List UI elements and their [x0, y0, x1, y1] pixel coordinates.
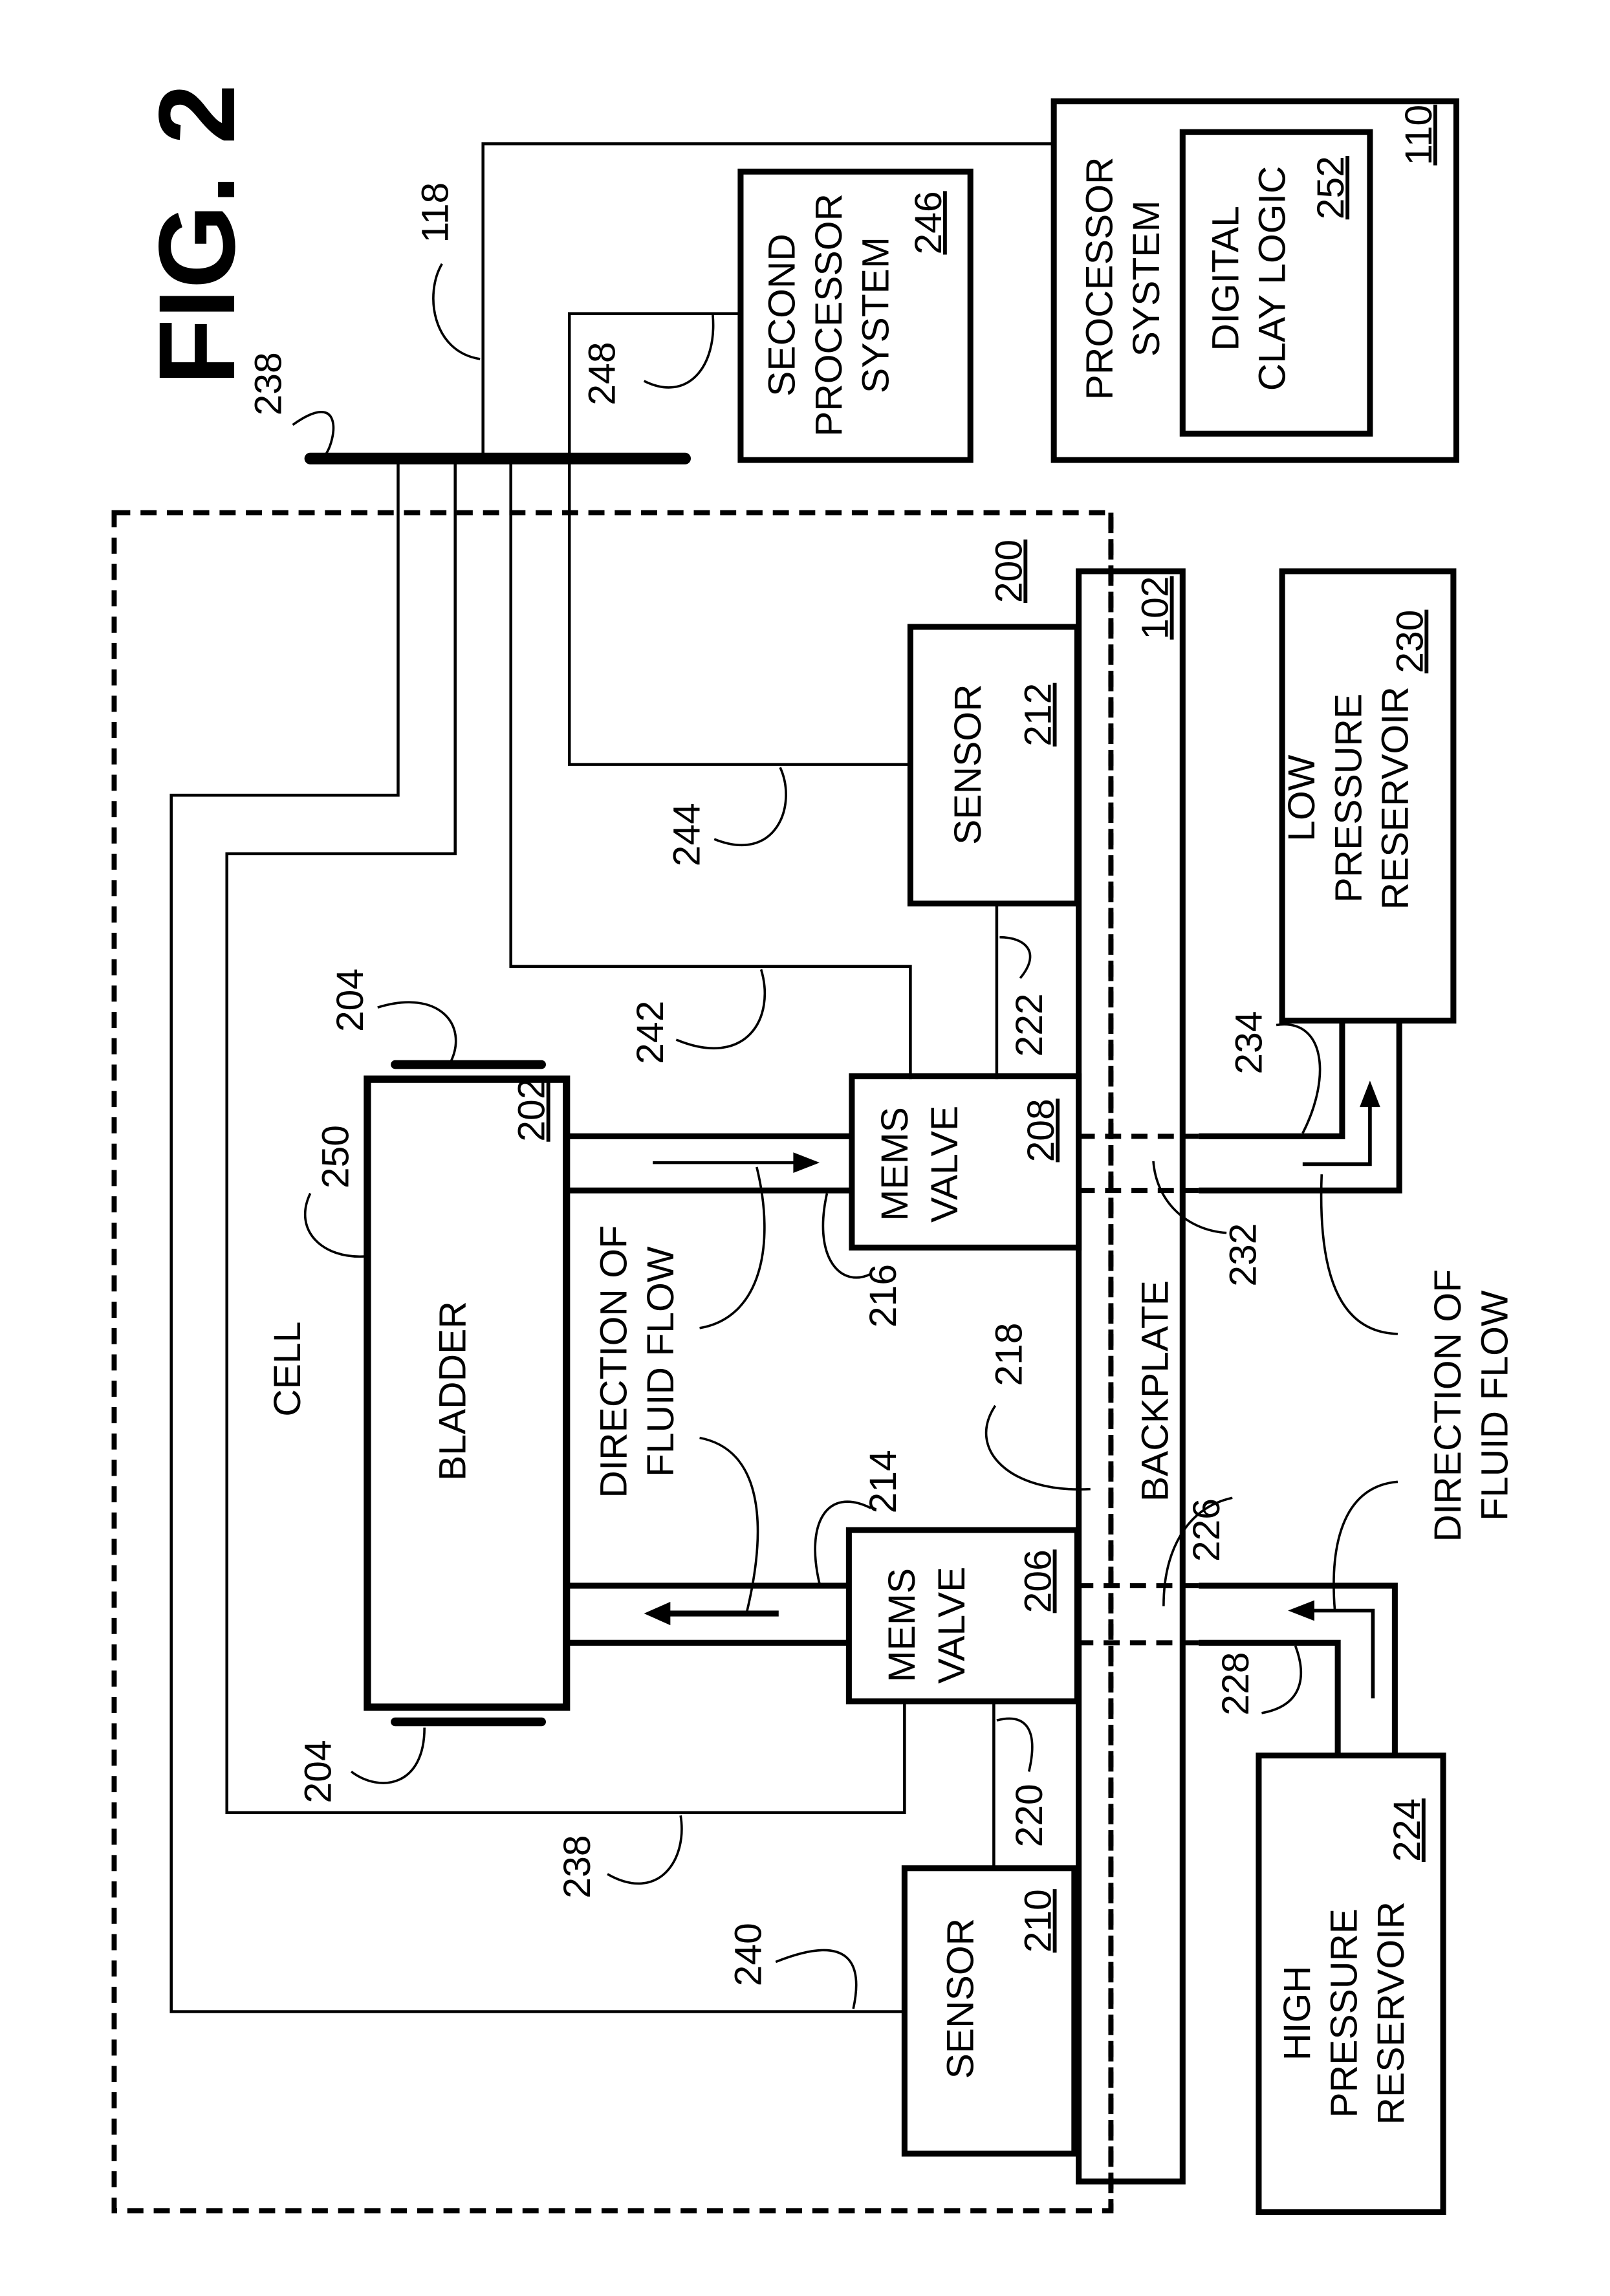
second-processor-ref: 246 [908, 191, 950, 254]
link-238-ref: 238 [556, 1835, 598, 1898]
mems-valve-208-label: MEMSVALVE [874, 1106, 966, 1223]
pipe-228-ref: 228 [1215, 1652, 1257, 1716]
link-244 [569, 459, 910, 765]
leader-240 [776, 1950, 856, 2009]
mems-valve-206-ref: 206 [1017, 1549, 1060, 1613]
leader-118 [433, 264, 480, 359]
digital-clay-logic-label: DIGITALCLAY LOGIC [1204, 166, 1293, 391]
leader-flow-right-bottom [1334, 1481, 1398, 1610]
bus-ref-top: 238 [247, 352, 289, 415]
link-248-ref: 248 [581, 342, 623, 405]
link-240-ref: 240 [728, 1923, 770, 1986]
mems-valve-208-ref: 208 [1020, 1099, 1062, 1162]
sensor-212-label: SENSOR [947, 684, 989, 844]
low-pressure-reservoir-label: LOWPRESSURERESERVOIR [1281, 686, 1417, 910]
leader-220 [997, 1718, 1032, 1771]
leader-234 [1276, 1024, 1320, 1133]
leader-248 [644, 315, 713, 388]
link-242-ref: 242 [629, 1001, 671, 1064]
leader-232 [1153, 1161, 1226, 1233]
cell-label: CELL [267, 1322, 309, 1417]
leader-242 [676, 969, 765, 1048]
arrow-head-icon [1288, 1601, 1314, 1621]
plate-204-top-ref: 204 [329, 968, 371, 1032]
figure-title: FIG. 2 [136, 84, 257, 385]
mems-valve-206-label: MEMSVALVE [881, 1567, 973, 1684]
pipe-220-ref: 220 [1008, 1784, 1050, 1847]
arrow-head-icon [644, 1602, 671, 1625]
flow-label-left: DIRECTION OFFLUID FLOW [593, 1225, 681, 1498]
leader-214 [815, 1502, 871, 1584]
leader-204-bottom [351, 1728, 424, 1783]
leader-228 [1261, 1646, 1301, 1713]
pipe-232-ref: 232 [1222, 1223, 1264, 1287]
link-118-ref: 118 [414, 182, 456, 243]
high-pressure-reservoir-ref: 224 [1386, 1799, 1428, 1862]
sensor-210-label: SENSOR [940, 1918, 982, 2079]
flow-label-right: DIRECTION OFFLUID FLOW [1427, 1269, 1516, 1542]
pipe-234-ref: 234 [1228, 1011, 1270, 1075]
leader-flow-right-top [1322, 1174, 1398, 1334]
bladder-label: BLADDER [432, 1301, 474, 1481]
cell-250-ref: 250 [315, 1125, 357, 1188]
link-244-ref: 244 [666, 803, 708, 866]
processor-system-label: PROCESSORSYSTEM [1079, 157, 1168, 400]
cell-ref: 200 [988, 540, 1030, 603]
processor-system-ref: 110 [1398, 105, 1440, 166]
backplate-label: BACKPLATE [1135, 1280, 1177, 1502]
leader-218 [986, 1406, 1091, 1489]
high-pressure-reservoir-label: HIGHPRESSURERESERVOIR [1276, 1901, 1412, 2125]
sensor-212-ref: 212 [1017, 683, 1060, 747]
pipe-218-ref: 218 [988, 1322, 1030, 1386]
pipe-216-ref: 216 [862, 1264, 904, 1328]
leader-222 [999, 937, 1030, 978]
leader-244 [714, 767, 786, 845]
leader-250 [305, 1194, 366, 1257]
sensor-210-ref: 210 [1017, 1889, 1060, 1952]
pipe-214-ref: 214 [862, 1450, 904, 1513]
backplate-ref: 102 [1135, 576, 1177, 639]
second-processor-label: SECONDPROCESSORSYSTEM [761, 193, 897, 437]
plate-204-bottom-ref: 204 [297, 1740, 339, 1803]
pipe-222-ref: 222 [1008, 993, 1050, 1056]
low-pressure-reservoir-ref: 230 [1389, 610, 1431, 673]
bladder-ref: 202 [511, 1078, 553, 1142]
leader-238-top [293, 412, 334, 455]
digital-clay-logic-ref: 252 [1310, 156, 1352, 219]
arrow-head-icon [793, 1152, 820, 1173]
link-240 [171, 459, 905, 2012]
leader-204-top [378, 1002, 456, 1062]
leader-238-bottom [607, 1815, 682, 1883]
flow-arrow-high [1311, 1611, 1373, 1699]
arrow-head-icon [1360, 1080, 1380, 1107]
sensor-212-box [910, 627, 1077, 904]
